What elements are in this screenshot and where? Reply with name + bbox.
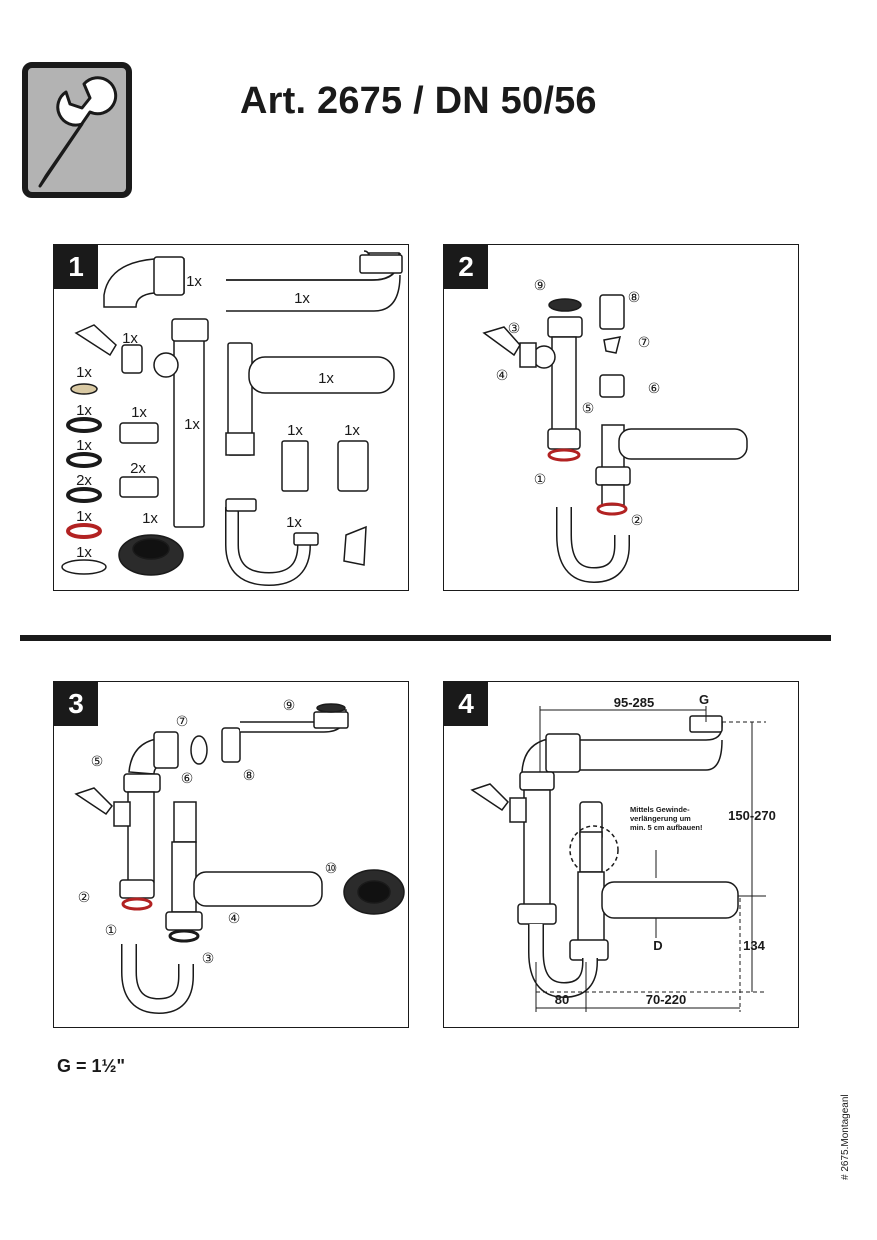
panel-number: 3 bbox=[54, 682, 98, 726]
step-label: ④ bbox=[228, 910, 241, 926]
note-text: Mittels Gewinde- bbox=[630, 805, 690, 814]
qty-label: 1x bbox=[76, 364, 92, 381]
qty-label: 2x bbox=[130, 460, 146, 477]
qty-label: 1x bbox=[142, 510, 158, 527]
step-label: ⑥ bbox=[648, 380, 661, 396]
qty-label: 1x bbox=[122, 330, 138, 347]
dimension-label: 95-285 bbox=[614, 695, 654, 710]
qty-label: 1x bbox=[76, 508, 92, 525]
note-text: min. 5 cm aufbauen! bbox=[630, 823, 703, 832]
step-label: ② bbox=[78, 889, 91, 905]
qty-label: 1x bbox=[76, 437, 92, 454]
qty-label: 1x bbox=[294, 290, 310, 307]
panel-1-parts: 1x 1x 1x 1x 1x 1x 1x 1x 1x 1x 1x 2x 2x 1… bbox=[53, 244, 409, 591]
qty-label: 2x bbox=[76, 472, 92, 489]
qty-label: 1x bbox=[344, 422, 360, 439]
diameter-label: D bbox=[653, 938, 662, 953]
step-label: ⑨ bbox=[534, 277, 547, 293]
dimension-drawing: 95-285 G 150-270 134 80 70-220 D Mittels… bbox=[470, 692, 776, 1012]
qty-label: 1x bbox=[318, 370, 334, 387]
dimension-label: 70-220 bbox=[646, 992, 686, 1007]
panel-2-assembly: ① ② ③ ④ ⑤ ⑥ ⑦ ⑧ ⑨ 2 bbox=[443, 244, 799, 591]
step-label: ⑧ bbox=[243, 767, 256, 783]
step-label: ⑤ bbox=[582, 400, 595, 416]
step-label: ⑨ bbox=[283, 697, 296, 713]
qty-label: 1x bbox=[287, 422, 303, 439]
note-text: verlängerung um bbox=[630, 814, 691, 823]
dimension-label: 134 bbox=[743, 938, 765, 953]
document-id: # 2675.Montageanl bbox=[840, 1094, 851, 1180]
qty-label: 1x bbox=[186, 273, 202, 290]
qty-label: 1x bbox=[286, 514, 302, 531]
panel-number: 4 bbox=[444, 682, 488, 726]
qty-label: 1x bbox=[184, 416, 200, 433]
wrench-icon-box bbox=[22, 62, 132, 198]
dimension-label: 150-270 bbox=[728, 808, 776, 823]
qty-label: 1x bbox=[76, 402, 92, 419]
panel-number: 2 bbox=[444, 245, 488, 289]
assembly-illustration: ① ② ③ ④ ⑤ ⑥ ⑦ ⑧ ⑨ ⑩ bbox=[74, 697, 405, 1015]
step-label: ③ bbox=[202, 950, 215, 966]
step-label: ⑤ bbox=[91, 753, 104, 769]
step-label: ① bbox=[105, 922, 118, 938]
thread-footnote: G = 1½" bbox=[57, 1056, 126, 1076]
panel-4-dimensions: 95-285 G 150-270 134 80 70-220 D Mittels… bbox=[443, 681, 799, 1028]
step-label: ⑧ bbox=[628, 289, 641, 305]
panel-3-assembly: ① ② ③ ④ ⑤ ⑥ ⑦ ⑧ ⑨ ⑩ 3 bbox=[53, 681, 409, 1028]
step-label: ⑥ bbox=[181, 770, 194, 786]
page-title: Art. 2675 / DN 50/56 bbox=[240, 80, 597, 122]
step-label: ⑩ bbox=[325, 860, 338, 876]
qty-label: 1x bbox=[76, 544, 92, 561]
assembly-illustration: ① ② ③ ④ ⑤ ⑥ ⑦ ⑧ ⑨ bbox=[482, 277, 748, 584]
step-label: ② bbox=[631, 512, 644, 528]
step-label: ④ bbox=[496, 367, 509, 383]
step-label: ① bbox=[534, 471, 547, 487]
section-divider bbox=[20, 635, 831, 641]
step-label: ⑦ bbox=[638, 334, 651, 350]
thread-label: G bbox=[699, 692, 709, 707]
dimension-label: 80 bbox=[555, 992, 569, 1007]
panel-number: 1 bbox=[54, 245, 98, 289]
wrench-icon bbox=[38, 76, 118, 188]
step-label: ⑦ bbox=[176, 713, 189, 729]
parts-illustration: 1x 1x 1x 1x 1x 1x 1x 1x 1x 1x 1x 2x 2x 1… bbox=[61, 250, 403, 587]
step-label: ③ bbox=[508, 320, 521, 336]
qty-label: 1x bbox=[131, 404, 147, 421]
